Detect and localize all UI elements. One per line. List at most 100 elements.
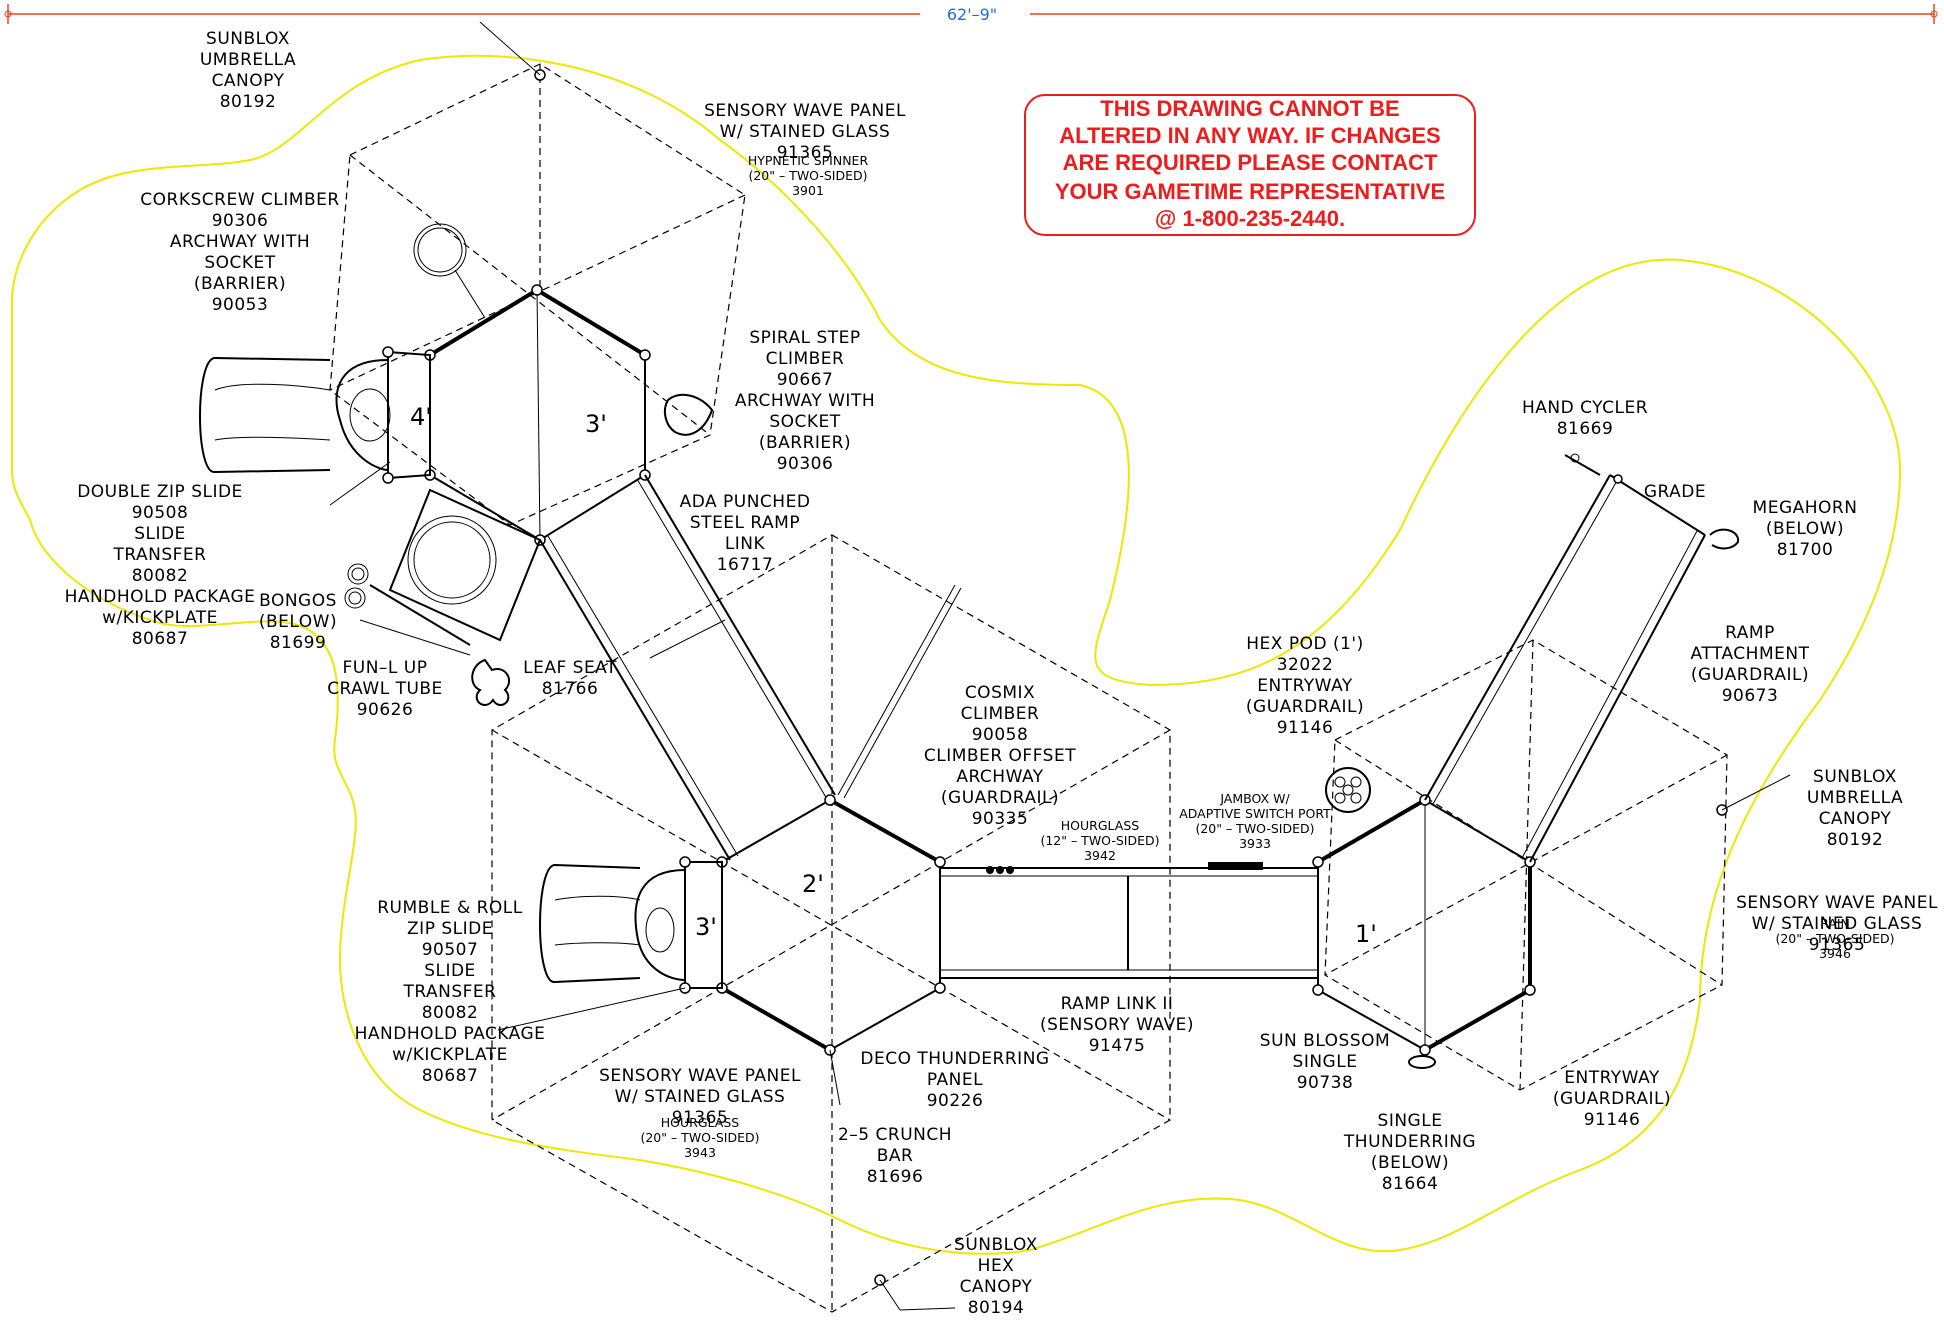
leaf-seat bbox=[471, 658, 511, 706]
callout-line: UMBRELLA bbox=[200, 50, 296, 70]
callout-line: SUN BLOSSOM bbox=[1260, 1031, 1390, 1051]
hex-deck-right bbox=[1312, 794, 1536, 1056]
callout-line: 2–5 CRUNCH bbox=[838, 1125, 952, 1145]
callout-line: 91365 bbox=[777, 143, 834, 163]
callout-grade: GRADE bbox=[1644, 482, 1706, 502]
callout-line: W/ STAINED GLASS bbox=[720, 122, 891, 142]
callout-line: CANOPY bbox=[212, 71, 285, 91]
callout-line: 80192 bbox=[220, 92, 277, 112]
sun-blossom bbox=[1408, 1055, 1436, 1069]
use-zone-boundary bbox=[11, 54, 1902, 1255]
callout-line: SLIDE bbox=[424, 961, 476, 981]
callout-line: w/KICKPLATE bbox=[392, 1045, 508, 1065]
callout-line: SOCKET bbox=[769, 412, 840, 432]
callout-megahorn: MEGAHORN(BELOW)81700 bbox=[1753, 498, 1858, 560]
callout-line: 81664 bbox=[1382, 1174, 1439, 1194]
callout-line: CLIMBER bbox=[766, 349, 845, 369]
callout-line: 90058 bbox=[972, 725, 1029, 745]
callout-line: (GUARDRAIL) bbox=[1691, 665, 1809, 685]
callout-line: ENTRYWAY bbox=[1257, 676, 1353, 696]
callout-line: (GUARDRAIL) bbox=[1246, 697, 1364, 717]
callout-line: SLIDE bbox=[134, 524, 186, 544]
callout-line: TRANSFER bbox=[403, 982, 497, 1002]
callout-line: ADA PUNCHED bbox=[680, 492, 811, 512]
callout-line: GRADE bbox=[1644, 482, 1706, 502]
callout-line: 90507 bbox=[422, 940, 479, 960]
deck-4ft bbox=[382, 346, 431, 484]
callout-line: 81696 bbox=[867, 1167, 924, 1187]
callout-line: (GUARDRAIL) bbox=[941, 788, 1059, 808]
overall-dimension: 62'–9" bbox=[4, 4, 1938, 24]
callout-line: 90306 bbox=[212, 211, 269, 231]
callout-line: (BELOW) bbox=[259, 612, 337, 632]
callout-line: ZIP SLIDE bbox=[407, 919, 493, 939]
callout-line: LINK bbox=[725, 534, 766, 554]
callout-line: (BELOW) bbox=[1766, 519, 1844, 539]
callout-line: 90508 bbox=[132, 503, 189, 523]
callout-line: DECO THUNDERRING bbox=[860, 1049, 1049, 1069]
callout-hypnetic: HYPNETIC SPINNER(20" – TWO-SIDED)3901 bbox=[748, 153, 869, 198]
deck-height-2ft: 2' bbox=[802, 870, 824, 898]
callout-line: 90738 bbox=[1297, 1073, 1354, 1093]
svg-text:ALTERED IN ANY WAY. IF CHANGES: ALTERED IN ANY WAY. IF CHANGES bbox=[1059, 123, 1440, 148]
callout-line: HEX bbox=[978, 1256, 1015, 1276]
callout-line: 3943 bbox=[684, 1145, 716, 1160]
callout-line: FUN–L UP bbox=[342, 658, 427, 678]
callout-line: SUNBLOX bbox=[954, 1235, 1038, 1255]
callout-line: CANOPY bbox=[1819, 809, 1892, 829]
callout-line: 90667 bbox=[777, 370, 834, 390]
callout-line: 81669 bbox=[1557, 419, 1614, 439]
svg-text:@ 1-800-235-2440.: @ 1-800-235-2440. bbox=[1155, 206, 1345, 231]
callout-line: HYPNETIC SPINNER bbox=[748, 153, 869, 168]
ramp-link-ii bbox=[939, 862, 1319, 979]
hex-deck-center bbox=[716, 584, 962, 1056]
double-zip-slide bbox=[199, 223, 486, 473]
callout-line: (12" – TWO-SIDED) bbox=[1040, 833, 1159, 848]
callout-line: CLIMBER bbox=[961, 704, 1040, 724]
dimension-label: 62'–9" bbox=[947, 5, 997, 24]
callout-line: (BARRIER) bbox=[194, 274, 286, 294]
callout-line: 90226 bbox=[927, 1091, 984, 1111]
callout-line: BAR bbox=[877, 1146, 914, 1166]
callout-line: CORKSCREW CLIMBER bbox=[140, 190, 339, 210]
callout-line: (20" – TWO-SIDED) bbox=[748, 168, 867, 183]
callout-line: 91365 bbox=[1809, 935, 1866, 955]
callout-jambox: JAMBOX W/ADAPTIVE SWITCH PORT(20" – TWO-… bbox=[1179, 791, 1331, 851]
callout-line: RUMBLE & ROLL bbox=[377, 898, 523, 918]
callout-line: BONGOS bbox=[259, 591, 337, 611]
callout-line: CLIMBER OFFSET bbox=[924, 746, 1076, 766]
callout-line: SUNBLOX bbox=[206, 29, 290, 49]
spiral-step-climber bbox=[663, 393, 714, 436]
warning-notice: THIS DRAWING CANNOT BE ALTERED IN ANY WA… bbox=[1024, 94, 1476, 236]
fun-l-up-crawl-tube bbox=[359, 488, 542, 656]
callout-line: 90626 bbox=[357, 700, 414, 720]
callout-line: 16717 bbox=[717, 555, 774, 575]
callout-line: 3946 bbox=[1819, 946, 1851, 961]
callout-line: RAMP bbox=[1725, 623, 1775, 643]
deck-height-1ft: 1' bbox=[1355, 920, 1377, 948]
callout-line: 81699 bbox=[270, 633, 327, 653]
callout-line: ARCHWAY WITH bbox=[170, 232, 310, 252]
callout-line: 81700 bbox=[1777, 540, 1834, 560]
callout-line: CRAWL TUBE bbox=[327, 679, 443, 699]
callout-line: HOURGLASS bbox=[661, 1115, 739, 1130]
callout-hourglass-20: HOURGLASS(20" – TWO-SIDED)3943 bbox=[640, 1115, 759, 1160]
svg-text:THIS DRAWING CANNOT BE: THIS DRAWING CANNOT BE bbox=[1100, 96, 1399, 121]
callout-line: 80082 bbox=[132, 566, 189, 586]
callout-line: 3901 bbox=[792, 183, 824, 198]
callout-line: HANDHOLD PACKAGE bbox=[355, 1024, 546, 1044]
callout-line: 32022 bbox=[1277, 655, 1334, 675]
